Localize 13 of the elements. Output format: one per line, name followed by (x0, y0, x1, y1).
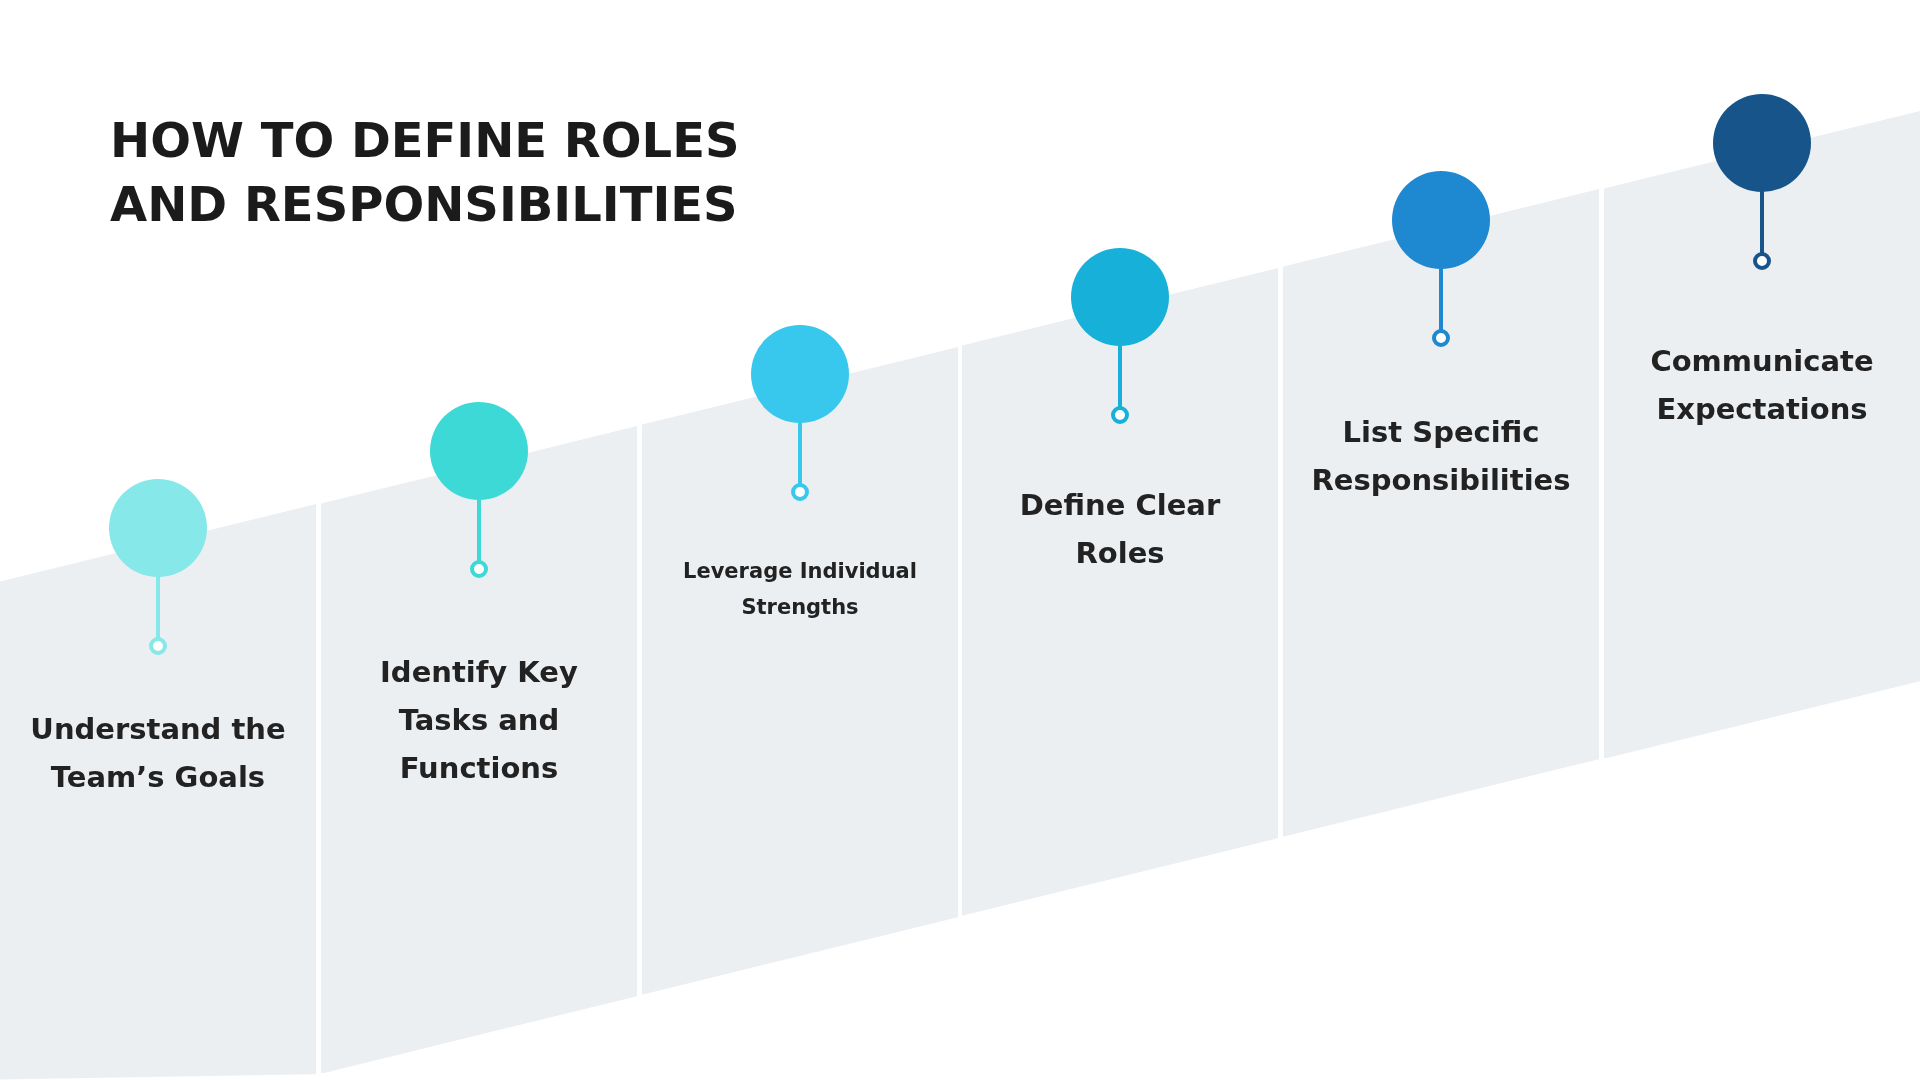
step-panel (1283, 189, 1599, 838)
step-panel (321, 425, 637, 1074)
step-panel (642, 346, 958, 995)
step-panel (0, 504, 316, 1080)
step-label: Understand the Team’s Goals (29, 711, 287, 796)
step-label: Leverage Individual Strengths (682, 558, 918, 621)
step-label: Identify Key Tasks and Functions (379, 654, 579, 787)
title: HOW TO DEFINE ROLES AND RESPONSIBILITIES (110, 111, 741, 234)
step-label: List Specific Responsibilities (1310, 414, 1572, 499)
step-label: Communicate Expectations (1649, 343, 1875, 428)
step-panel (962, 268, 1278, 916)
step-label: Define Clear Roles (1018, 487, 1222, 572)
step-panel (1604, 110, 1920, 759)
